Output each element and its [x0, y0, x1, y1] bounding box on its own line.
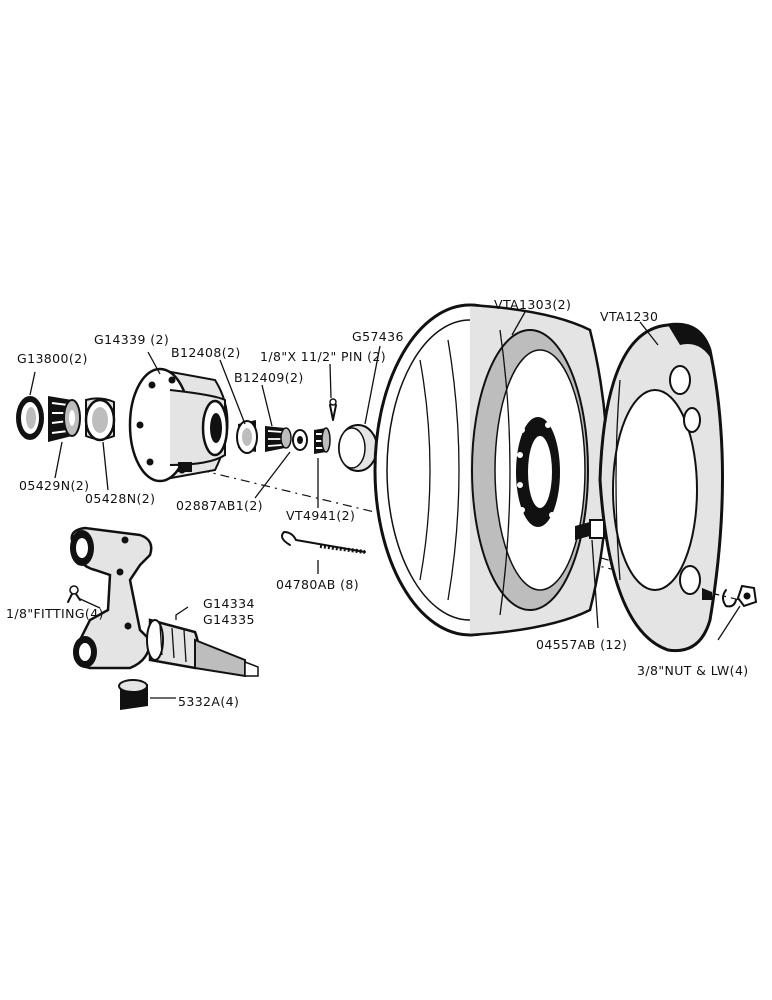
label-vt4941: VT4941(2) — [286, 508, 355, 523]
label-g57436: G57436 — [352, 329, 404, 344]
bearing-cup-outer-part — [84, 397, 116, 442]
bushing-part — [118, 679, 148, 710]
part-labels: G13800(2) G14339 (2) B12408(2) 1/8"X 11/… — [6, 297, 749, 709]
outer-bearing-cone-part — [265, 426, 292, 452]
grease-fitting-part — [67, 585, 81, 603]
wheel-rim-part — [373, 303, 609, 637]
label-g14339: G14339 (2) — [94, 332, 169, 347]
label-vta1303: VTA1303(2) — [494, 297, 571, 312]
wheel-weight-part — [598, 322, 724, 653]
label-g14335: G14335 — [203, 612, 255, 627]
washer-part — [292, 429, 308, 451]
bearing-cone-part — [48, 396, 81, 442]
label-04557ab: 04557AB (12) — [536, 637, 627, 652]
cotter-pin-part — [329, 398, 337, 421]
label-vta1230: VTA1230 — [600, 309, 658, 324]
nut-lockwasher-part — [702, 584, 758, 608]
castle-nut-part — [314, 427, 331, 454]
inner-bearing-cone-part — [236, 420, 258, 454]
label-02887ab1: 02887AB1(2) — [176, 498, 263, 513]
label-5332a: 5332A(4) — [178, 694, 239, 709]
label-b12408: B12408(2) — [171, 345, 241, 360]
label-nut-lw: 3/8"NUT & LW(4) — [637, 663, 749, 678]
leader-lines — [29, 311, 741, 699]
label-05429n: 05429N(2) — [19, 478, 89, 493]
label-04780ab: 04780AB (8) — [276, 577, 359, 592]
hook-bolt-part — [281, 531, 366, 554]
label-b12409: B12409(2) — [234, 370, 304, 385]
hub-cap-part — [338, 424, 378, 472]
spindle-knuckle-part — [70, 526, 259, 678]
label-pin: 1/8"X 11/2" PIN (2) — [260, 349, 386, 364]
label-g14334: G14334 — [203, 596, 255, 611]
wheel-bolt-part — [575, 519, 605, 540]
label-05428n: 05428N(2) — [85, 491, 155, 506]
wheel-hub-part — [128, 367, 229, 483]
label-fitting: 1/8"FITTING(4) — [6, 606, 104, 621]
bearing-cup-part — [16, 396, 44, 440]
label-g13800: G13800(2) — [17, 351, 88, 366]
